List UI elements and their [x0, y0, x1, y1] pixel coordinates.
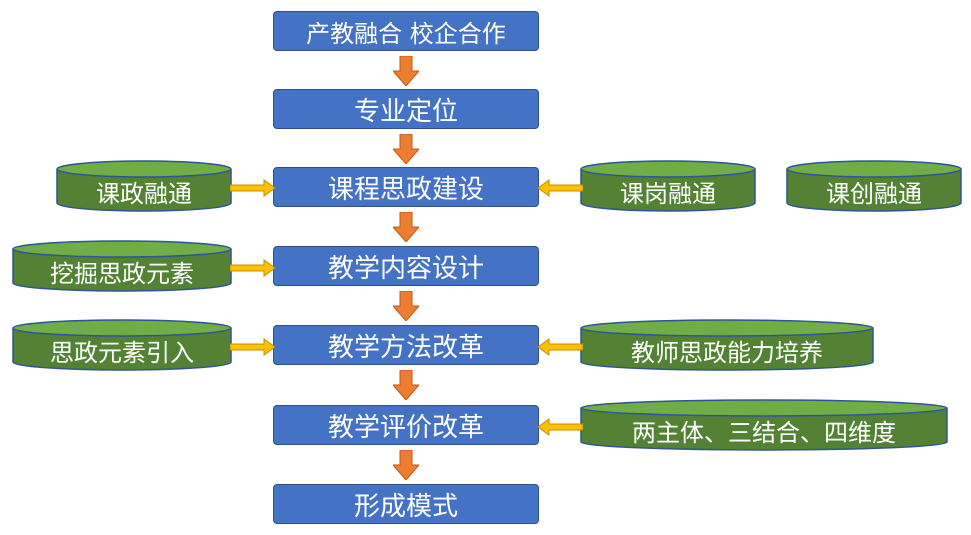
flow-step-industry-education: 产教融合 校企合作 — [273, 11, 539, 51]
input-teacher-ability: 教师思政能力培养 — [580, 319, 874, 371]
down-arrow-icon — [393, 370, 419, 400]
down-arrow-icon — [393, 212, 419, 242]
input-label: 课政融通 — [96, 179, 192, 208]
left-arrow-icon — [537, 179, 583, 197]
down-arrow-icon — [393, 450, 419, 480]
input-label: 挖掘思政元素 — [50, 259, 194, 288]
right-arrow-icon — [230, 259, 276, 277]
flow-step-evaluation-reform: 教学评价改革 — [273, 405, 539, 445]
input-label: 课岗融通 — [620, 179, 716, 208]
flow-step-method-reform: 教学方法改革 — [273, 325, 539, 365]
input-label: 教师思政能力培养 — [631, 338, 823, 367]
input-mine-ideology: 挖掘思政元素 — [12, 240, 232, 292]
cylinder-shape — [580, 160, 756, 212]
flow-step-form-model: 形成模式 — [273, 484, 539, 524]
down-arrow-icon — [393, 291, 419, 321]
input-course-job: 课岗融通 — [580, 160, 756, 212]
input-evaluation-dimensions: 两主体、三结合、四维度 — [580, 399, 948, 451]
cylinder-shape — [12, 319, 232, 371]
cylinder-shape — [786, 160, 962, 212]
left-arrow-icon — [537, 418, 583, 436]
right-arrow-icon — [230, 179, 276, 197]
flow-step-course-ideology: 课程思政建设 — [273, 167, 539, 207]
input-label: 两主体、三结合、四维度 — [632, 418, 896, 447]
flow-step-content-design: 教学内容设计 — [273, 246, 539, 286]
input-label: 思政元素引入 — [50, 338, 194, 367]
input-course-innovation: 课创融通 — [786, 160, 962, 212]
input-introduce-ideology: 思政元素引入 — [12, 319, 232, 371]
flow-step-major-positioning: 专业定位 — [273, 89, 539, 129]
down-arrow-icon — [393, 56, 419, 86]
right-arrow-icon — [230, 338, 276, 356]
cylinder-shape — [580, 399, 948, 451]
cylinder-shape — [580, 319, 874, 371]
left-arrow-icon — [537, 338, 583, 356]
input-label: 课创融通 — [826, 179, 922, 208]
down-arrow-icon — [393, 134, 419, 164]
cylinder-shape — [12, 240, 232, 292]
cylinder-shape — [56, 160, 232, 212]
input-course-politics: 课政融通 — [56, 160, 232, 212]
